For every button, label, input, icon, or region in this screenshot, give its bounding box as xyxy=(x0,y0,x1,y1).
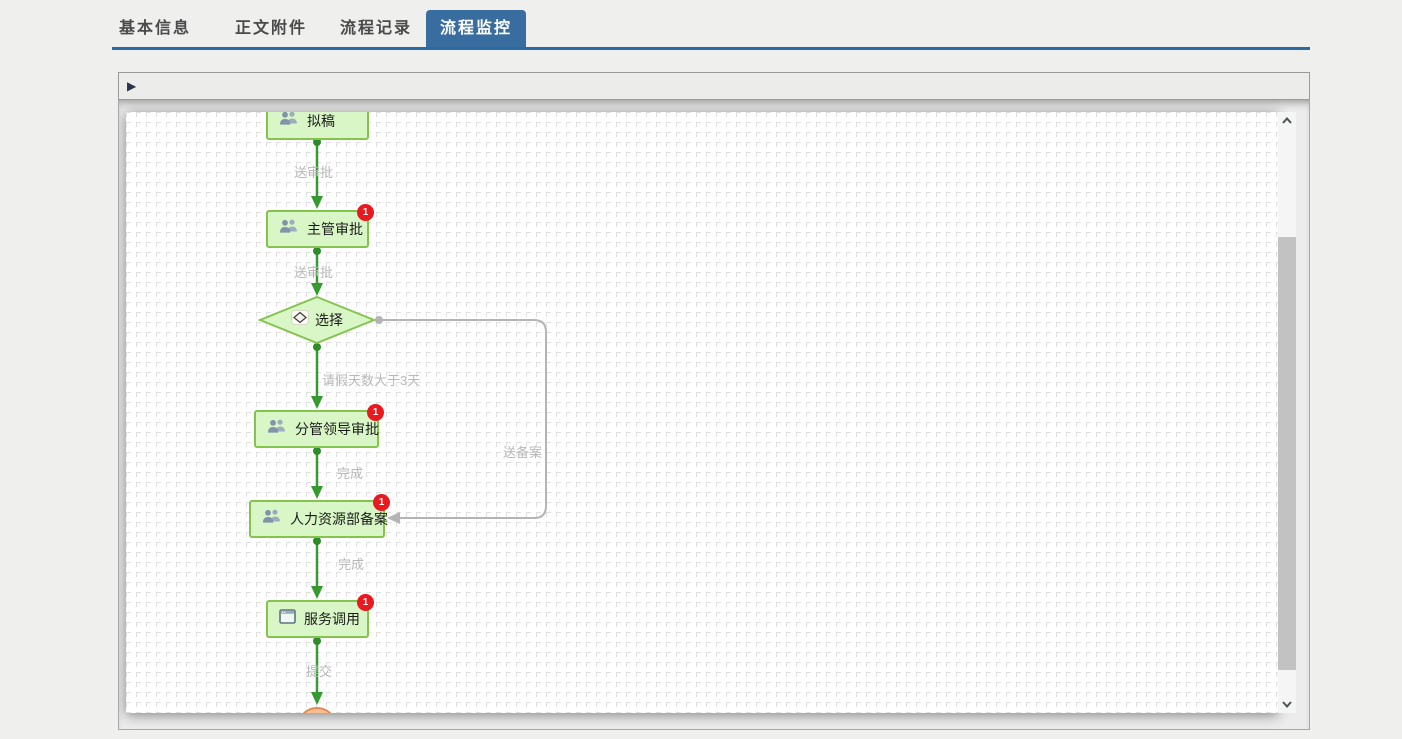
users-icon xyxy=(262,509,282,529)
node-label: 主管审批 xyxy=(307,221,363,237)
edge-send-record xyxy=(379,319,547,519)
edge-label-done-2: 完成 xyxy=(338,557,365,572)
edge-source-dot xyxy=(313,447,321,455)
flow-node-draft[interactable]: 拟稿 xyxy=(266,112,369,140)
edge-label-send-approval-1: 送审批 xyxy=(294,165,334,180)
edge-arrowhead xyxy=(311,486,323,499)
decision-icon xyxy=(291,310,309,330)
tab-basic-info[interactable]: 基本信息 xyxy=(118,20,191,37)
edge-label-done-1: 完成 xyxy=(337,466,364,481)
node-label: 选择 xyxy=(315,312,343,328)
expand-arrow-icon[interactable]: ▶ xyxy=(127,79,137,93)
count-badge: 1 xyxy=(357,594,374,611)
tab-underline xyxy=(112,47,1310,50)
edge-source-dot xyxy=(313,343,321,351)
users-icon xyxy=(267,419,287,439)
chevron-up-icon xyxy=(1282,116,1292,124)
tab-bar: 基本信息 正文附件 流程记录 流程监控 xyxy=(0,0,1402,50)
flow-node-choice[interactable]: 选择 xyxy=(257,295,377,345)
tab-process-monitor[interactable]: 流程监控 xyxy=(426,10,526,48)
users-icon xyxy=(279,112,299,131)
edge-arrowhead xyxy=(311,692,323,705)
node-label: 人力资源部备案 xyxy=(290,511,388,527)
node-label: 服务调用 xyxy=(304,611,360,627)
flow-node-supervisor-approval[interactable]: 主管审批 1 xyxy=(266,204,374,248)
scrollbar-thumb[interactable] xyxy=(1278,237,1296,670)
edge-source-dot xyxy=(313,537,321,545)
edge-label-send-approval-2: 送审批 xyxy=(294,265,334,280)
flow-node-hr-record[interactable]: 人力资源部备案 1 xyxy=(249,494,390,538)
edge-source-dot xyxy=(313,247,321,255)
vertical-scrollbar[interactable] xyxy=(1278,112,1296,713)
collapse-toolbar[interactable]: ▶ xyxy=(118,72,1310,100)
edge-source-dot xyxy=(313,138,321,146)
edge-label-gt-3days: 请假天数大于3天 xyxy=(322,373,421,388)
count-badge: 1 xyxy=(367,404,384,421)
count-badge: 1 xyxy=(357,204,374,221)
edge-source-dot xyxy=(375,316,383,324)
edge-arrowhead xyxy=(387,512,400,524)
node-label: 分管领导审批 xyxy=(295,421,379,437)
flow-canvas-container: 送审批 送审批 请假天数大于3天 完成 完成 提交 送备案 拟稿 xyxy=(118,100,1310,730)
flow-edges xyxy=(311,138,547,705)
edge-label-send-record: 送备案 xyxy=(503,445,543,460)
edge-arrowhead xyxy=(311,283,323,296)
flow-surface[interactable]: 送审批 送审批 请假天数大于3天 完成 完成 提交 送备案 拟稿 xyxy=(126,112,1278,713)
node-label: 拟稿 xyxy=(307,113,335,129)
diamond-shape xyxy=(257,295,377,345)
scroll-down-button[interactable] xyxy=(1278,695,1296,713)
window-icon xyxy=(279,609,296,629)
users-icon xyxy=(279,219,299,239)
count-badge: 1 xyxy=(373,494,390,511)
scroll-up-button[interactable] xyxy=(1278,112,1296,130)
flow-node-service-call[interactable]: 服务调用 1 xyxy=(266,594,374,638)
edge-arrowhead xyxy=(311,586,323,599)
edge-arrowhead xyxy=(311,196,323,209)
edge-arrowhead xyxy=(311,396,323,409)
tab-process-record[interactable]: 流程记录 xyxy=(339,20,412,37)
edge-source-dot xyxy=(313,637,321,645)
chevron-down-icon xyxy=(1282,701,1292,709)
tab-body-attachments[interactable]: 正文附件 xyxy=(234,20,307,37)
edge-label-submit: 提交 xyxy=(306,664,333,679)
flow-node-leader-approval[interactable]: 分管领导审批 1 xyxy=(254,404,384,448)
